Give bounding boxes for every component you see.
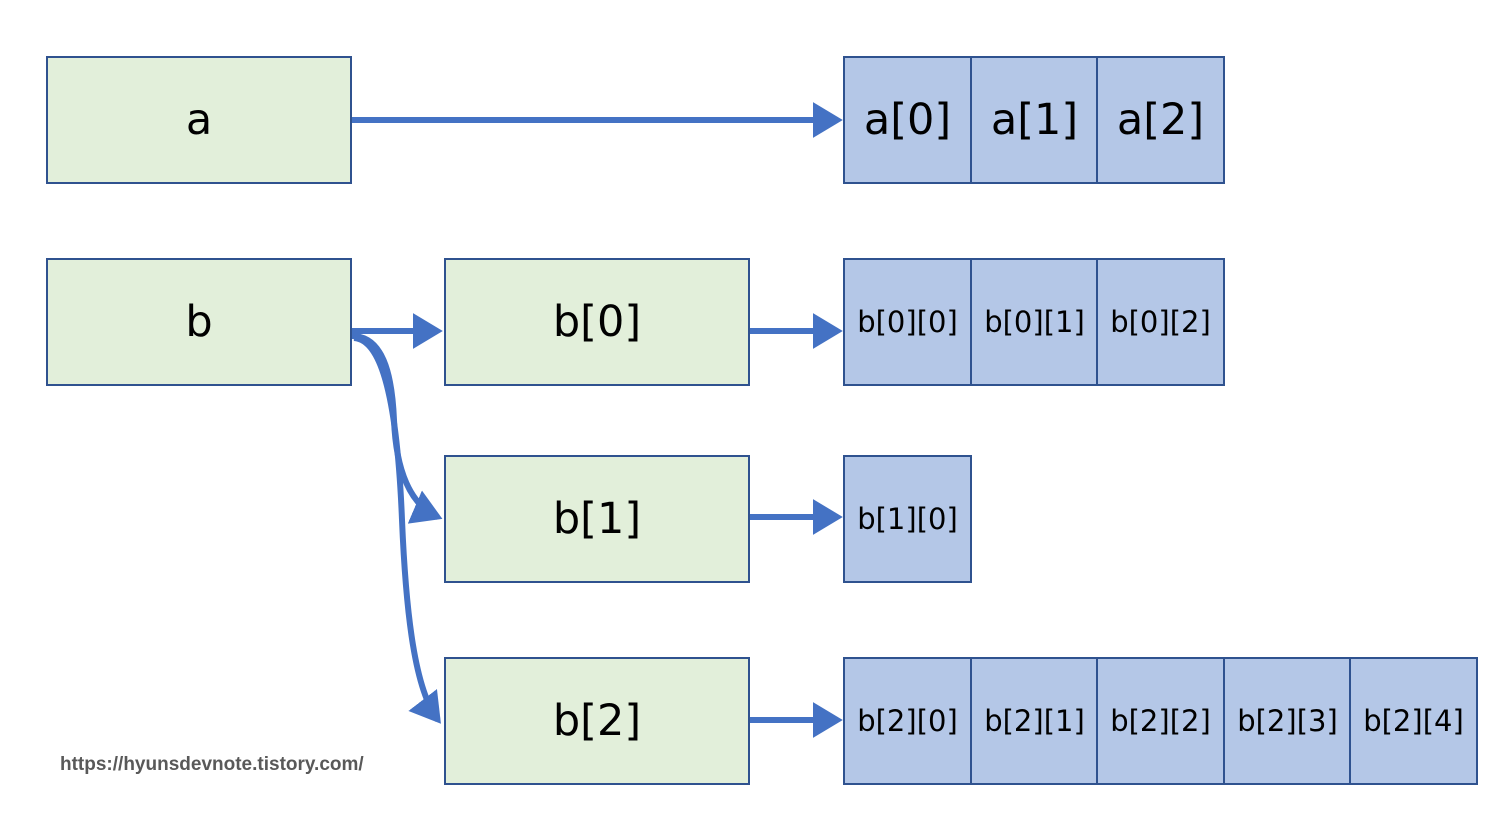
array-b2-cell: b[2][1] bbox=[970, 657, 1099, 785]
array-b2-cell: b[2][4] bbox=[1349, 657, 1478, 785]
arrow-b-to-b2 bbox=[353, 335, 441, 724]
array-a-cell: a[0] bbox=[843, 56, 972, 184]
pointer-b2-box: b[2] bbox=[444, 657, 750, 785]
variable-b-box: b bbox=[46, 258, 352, 386]
array-b0-cell: b[0][2] bbox=[1096, 258, 1225, 386]
array-a-cell: a[2] bbox=[1096, 56, 1225, 184]
array-b2-cell: b[2][2] bbox=[1096, 657, 1225, 785]
array-b1-cell: b[1][0] bbox=[843, 455, 972, 583]
array-b0-cell: b[0][1] bbox=[970, 258, 1099, 386]
array-b2-cell: b[2][0] bbox=[843, 657, 972, 785]
pointer-b1-box: b[1] bbox=[444, 455, 750, 583]
pointer-b0-box: b[0] bbox=[444, 258, 750, 386]
array-b2-cell: b[2][3] bbox=[1223, 657, 1352, 785]
array-a-cell: a[1] bbox=[970, 56, 1099, 184]
variable-a-box: a bbox=[46, 56, 352, 184]
arrow-b-to-b1 bbox=[351, 333, 443, 524]
source-watermark: https://hyunsdevnote.tistory.com/ bbox=[60, 754, 364, 775]
array-b0-cell: b[0][0] bbox=[843, 258, 972, 386]
